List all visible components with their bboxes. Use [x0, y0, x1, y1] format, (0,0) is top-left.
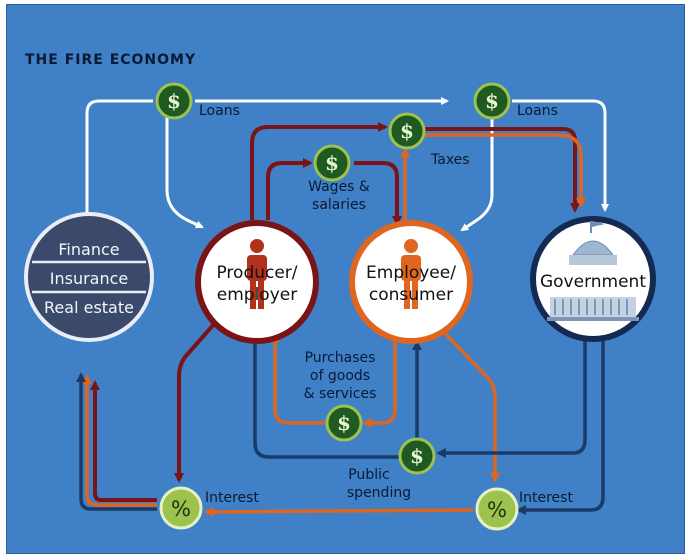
producer-label-line1: Producer/	[216, 263, 297, 283]
government-node: Government	[530, 216, 656, 342]
dollar-symbol: $	[485, 89, 499, 113]
capitol-building-icon	[547, 221, 639, 321]
public-spending-label-line2: spending	[347, 485, 411, 501]
dollar-symbol: $	[337, 411, 351, 435]
fire-economy-diagram: THE FIRE ECONOMY Fi	[6, 4, 685, 554]
interest-right-label: Interest	[519, 490, 573, 506]
interest-left-label: Interest	[205, 490, 259, 506]
dollar-symbol: $	[167, 89, 181, 113]
insurance-label: Insurance	[50, 269, 129, 288]
dollar-coin-loans-left: $	[155, 82, 193, 120]
government-label: Government	[540, 272, 646, 292]
producer-employer-node: Producer/ employer	[195, 220, 319, 344]
consumer-flows-orange	[82, 133, 586, 517]
purchases-label-line3: & services	[304, 386, 377, 402]
purchases-label-line2: of goods	[310, 368, 370, 384]
dollar-symbol: $	[325, 151, 339, 175]
employee-person-icon	[401, 239, 421, 309]
dollar-coin-wages: $	[313, 144, 351, 182]
employee-label-line1: Employee/	[366, 263, 456, 283]
wages-label-line2: salaries	[312, 197, 366, 213]
diagram-canvas: THE FIRE ECONOMY Fi	[24, 52, 656, 531]
taxes-label: Taxes	[430, 152, 470, 168]
employee-consumer-node: Employee/ consumer	[349, 220, 473, 344]
government-flows-navy	[76, 332, 605, 515]
dollar-coin-purchases: $	[325, 404, 363, 442]
dollar-coin-taxes: $	[388, 112, 426, 150]
finance-node: Finance Insurance Real estate	[24, 212, 154, 342]
percent-symbol: %	[487, 498, 507, 522]
loan-arrows-white	[85, 97, 609, 245]
real-estate-label: Real estate	[44, 298, 134, 317]
loans-right-label: Loans	[517, 103, 558, 119]
loans-left-label: Loans	[199, 103, 240, 119]
purchases-label-line1: Purchases	[305, 350, 376, 366]
public-spending-label-line1: Public	[348, 467, 389, 483]
percent-coin-interest-right: %	[475, 487, 519, 531]
dollar-symbol: $	[400, 119, 414, 143]
wages-label-line1: Wages &	[308, 179, 370, 195]
dollar-coin-public-spending: $	[398, 437, 436, 475]
dollar-coin-loans-right: $	[473, 82, 511, 120]
producer-label-line2: employer	[217, 285, 297, 305]
dollar-symbol: $	[410, 444, 424, 468]
percent-symbol: %	[171, 497, 191, 521]
finance-label: Finance	[58, 240, 119, 259]
diagram-title: THE FIRE ECONOMY	[25, 52, 196, 68]
employee-label-line2: consumer	[369, 285, 453, 305]
percent-coin-interest-left: %	[159, 486, 203, 530]
producer-person-icon	[247, 239, 267, 309]
